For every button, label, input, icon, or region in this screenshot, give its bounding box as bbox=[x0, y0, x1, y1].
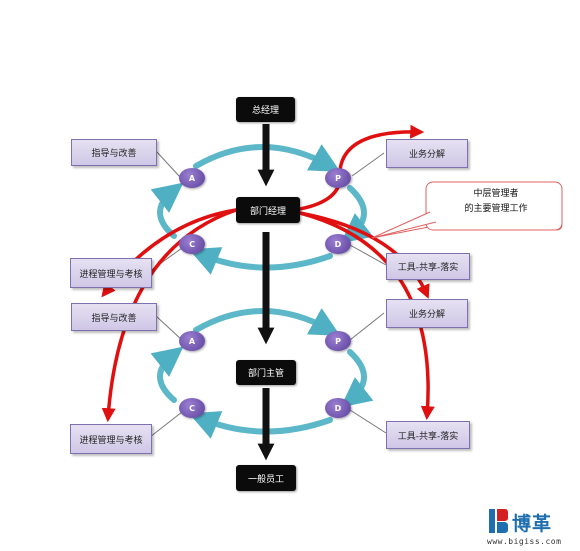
upper-pdca-p-node: P bbox=[325, 168, 351, 188]
lower-tools-share-label: 工具-共享-落实 bbox=[386, 421, 470, 449]
upper-tools-share-label: 工具-共享-落实 bbox=[386, 253, 470, 280]
logo-url: www.bigiss.com bbox=[487, 537, 562, 546]
department-supervisor-box: 部门主管 bbox=[236, 360, 296, 385]
lower-guide-improve-label: 指导与改善 bbox=[71, 303, 157, 331]
logo-name: 博革 bbox=[512, 513, 553, 535]
general-staff-box: 一般员工 bbox=[236, 465, 296, 491]
department-manager-box: 部门经理 bbox=[236, 197, 300, 223]
lower-pdca-d-node: D bbox=[325, 398, 351, 418]
upper-progress-assessment-label: 进程管理与考核 bbox=[70, 258, 152, 288]
upper-pdca-a-node: A bbox=[179, 168, 205, 188]
upper-pdca-c-node: C bbox=[179, 234, 205, 254]
upper-guide-improve-label: 指导与改善 bbox=[71, 139, 157, 166]
callout-line-2: 的主要管理工作 bbox=[464, 204, 528, 214]
lower-pdca-a-node: A bbox=[179, 331, 205, 351]
bigiss-logo: 博革 www.bigiss.com bbox=[487, 506, 577, 550]
callout-line-1: 中层管理者 bbox=[473, 189, 519, 199]
lower-pdca-p-node: P bbox=[325, 331, 351, 351]
callout-text: 中层管理者 的主要管理工作 bbox=[432, 187, 560, 227]
upper-task-breakdown-label: 业务分解 bbox=[386, 139, 468, 168]
upper-pdca-d-node: D bbox=[325, 234, 351, 254]
lower-progress-assessment-label: 进程管理与考核 bbox=[70, 424, 152, 454]
logo-mark-icon bbox=[489, 509, 508, 533]
lower-pdca-c-node: C bbox=[179, 398, 205, 418]
general-manager-box: 总经理 bbox=[236, 97, 295, 122]
lower-task-breakdown-label: 业务分解 bbox=[386, 299, 468, 328]
callout-bubble bbox=[371, 181, 563, 239]
